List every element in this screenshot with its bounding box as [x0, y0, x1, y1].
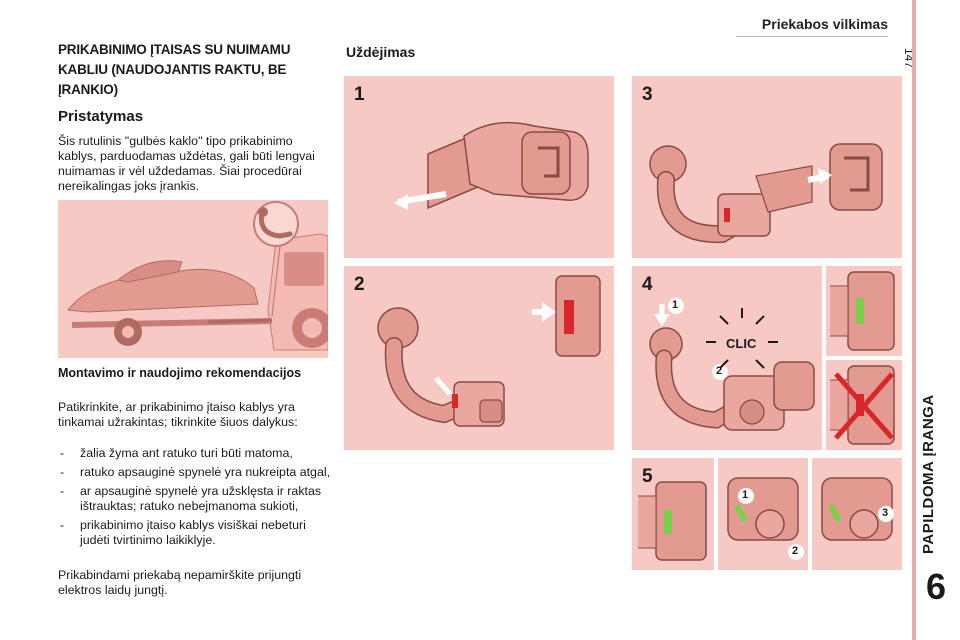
callout-1: 1: [742, 489, 749, 501]
hook-engagement-drawing: [649, 298, 815, 431]
step-4-panel: 4 1 2 CLIC: [632, 266, 822, 450]
step-4-correct-detail: [826, 266, 902, 356]
step-5-lock-panel: 1 2: [718, 458, 808, 570]
chapter-label: PAPILDOMA ĮRANGA: [920, 394, 937, 554]
chapter-number: 6: [925, 566, 947, 607]
verification-checklist: žalia žyma ant ratuko turi būti matoma, …: [58, 446, 333, 552]
step-number: 1: [354, 84, 365, 105]
callout-1: 1: [672, 299, 679, 311]
step-3-panel: 3: [632, 76, 902, 258]
towing-illustration: [58, 200, 328, 358]
recommendations-heading: Montavimo ir naudojimo rekomendacijos: [58, 366, 302, 380]
red-marker-wrong-drawing: [830, 365, 895, 445]
receiver-lock-drawing: [377, 275, 601, 427]
callout-3: 3: [882, 507, 889, 519]
hook-insertion-drawing: [649, 143, 883, 244]
step-2-panel: 2: [344, 266, 614, 450]
recommendations-intro: Patikrinkite, ar prikabinimo įtaiso kabl…: [58, 400, 298, 429]
intro-paragraph: Šis rutulinis "gulbės kaklo" tipo prikab…: [58, 134, 315, 193]
step-5-panel: 5: [632, 458, 714, 570]
checklist-item: ratuko apsauginė spynelė yra nukreipta a…: [58, 465, 333, 480]
step-5-remove-key-panel: 3: [812, 458, 902, 570]
header-divider: [736, 36, 888, 37]
step-number: 3: [642, 84, 653, 105]
checklist-item: žalia žyma ant ratuko turi būti matoma,: [58, 446, 333, 461]
installation-heading: Uždėjimas: [346, 44, 416, 60]
step-number: 4: [642, 274, 653, 295]
green-marker-visible-drawing: [830, 271, 895, 351]
step-1-panel: 1: [344, 76, 614, 258]
green-marker-check-drawing: [638, 481, 707, 561]
page-title: PRIKABINIMO ĮTAISAS SU NUIMAMU KABLIU (N…: [58, 42, 291, 97]
running-header: Priekabos vilkimas: [761, 16, 888, 32]
checklist-item: ar apsauginė spynelė yra užsklęsta ir ra…: [58, 484, 333, 514]
chapter-tab: [912, 0, 960, 640]
callout-2: 2: [716, 365, 723, 377]
key-removal-drawing: [821, 477, 894, 541]
closing-paragraph: Prikabindami priekabą nepamirškite priju…: [58, 568, 302, 597]
chapter-tab-strip: [912, 0, 916, 640]
clic-sound-label: CLIC: [726, 336, 757, 351]
step-number: 5: [642, 466, 653, 487]
trailer-with-jetski-drawing: [58, 200, 328, 358]
step-4-incorrect-detail: [826, 360, 902, 450]
key-turn-drawing: [727, 477, 804, 560]
checklist-item: prikabinimo įtaiso kablys visiškai nebet…: [58, 518, 333, 548]
step-number: 2: [354, 274, 365, 295]
section-heading: Pristatymas: [58, 108, 144, 125]
callout-2: 2: [792, 545, 799, 557]
receiver-cap-removal-drawing: [394, 121, 589, 210]
